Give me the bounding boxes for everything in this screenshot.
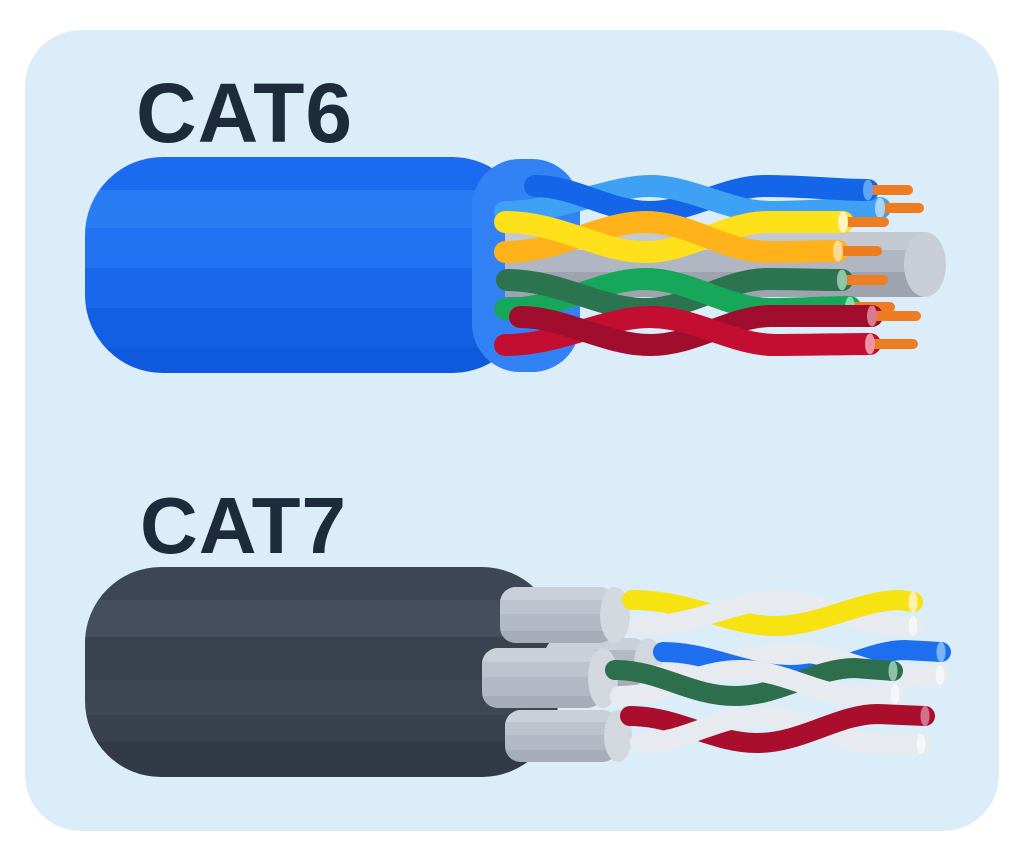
cat6-pair-blue <box>494 174 924 224</box>
cat7-shield-tube-yellow <box>500 587 630 643</box>
cat7-shield-tube-red <box>505 710 632 762</box>
cat7-label: CAT7 <box>140 481 347 570</box>
cat7-pair-green <box>605 657 905 707</box>
cat7-pair-red <box>620 703 935 754</box>
cat6-cable-illustration <box>85 157 946 373</box>
cat6-pair-red <box>494 304 921 357</box>
cat7-shield-tube-green <box>482 648 618 708</box>
cat6-pair-yellow <box>494 210 889 264</box>
cat7-jacket <box>85 567 558 777</box>
cat6-jacket <box>85 157 530 373</box>
cat7-pair-yellow <box>622 589 923 637</box>
cat7-cable-illustration <box>85 567 951 777</box>
cat6-label: CAT6 <box>136 66 354 160</box>
